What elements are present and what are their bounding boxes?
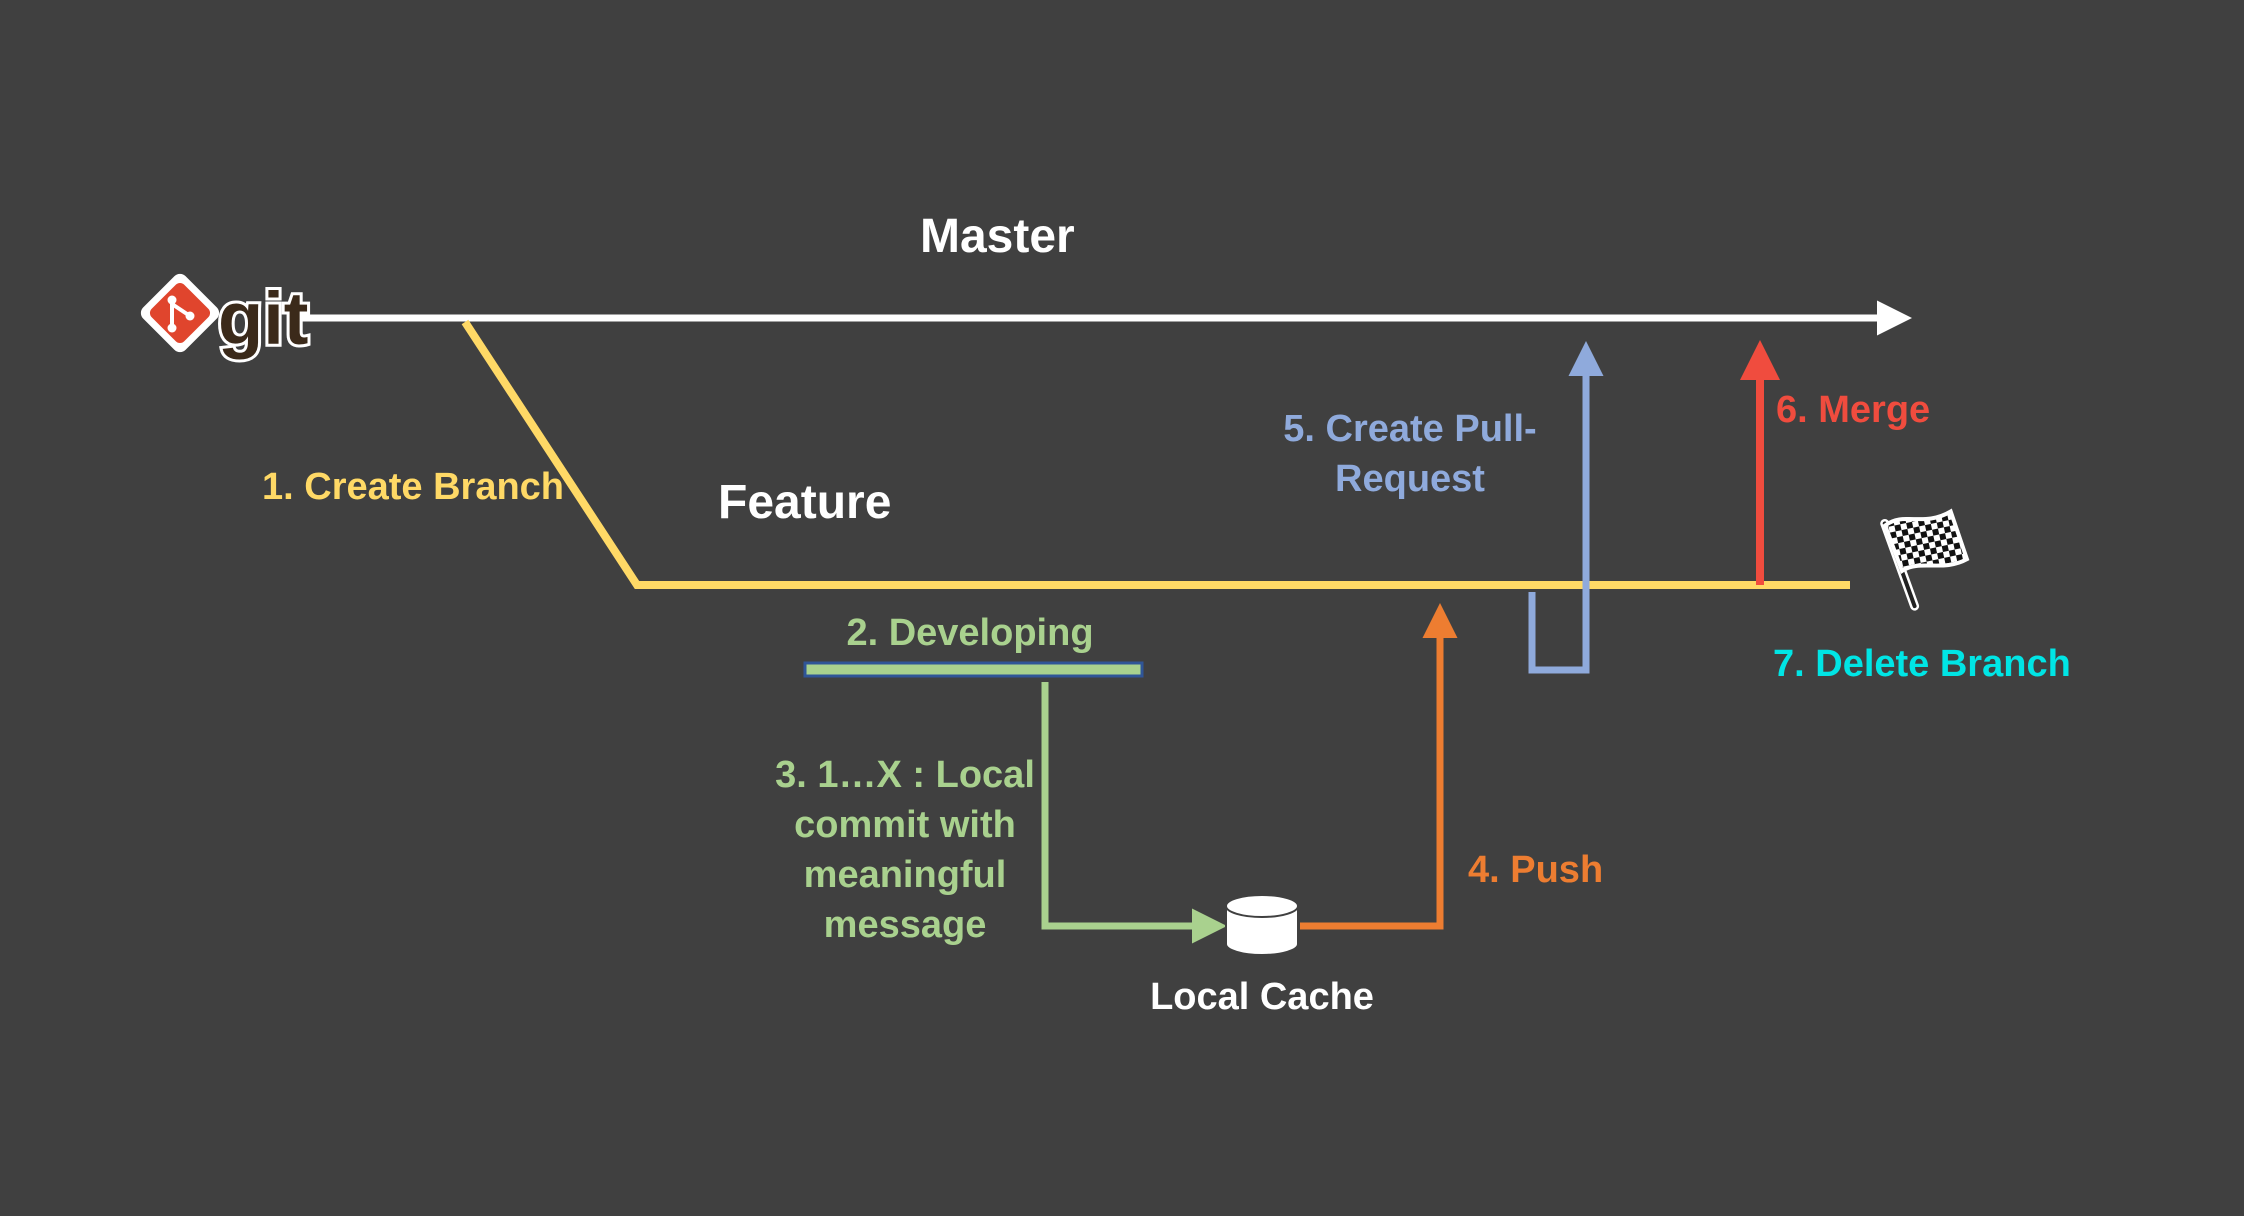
local-cache-label: Local Cache — [1150, 976, 1374, 1018]
checkered-flag-icon — [1880, 508, 1970, 611]
step-local-commit-label: 3. 1…X : Local commit with meaningful me… — [775, 754, 1035, 946]
developing-bar — [803, 661, 1144, 678]
step-delete-branch-label: 7. Delete Branch — [1773, 643, 2071, 685]
master-title: Master — [920, 210, 1075, 263]
step-merge-label: 6. Merge — [1776, 389, 1931, 431]
feature-branch-line — [461, 319, 1850, 589]
step-pull-request-label: 5. Create Pull-Request — [1283, 408, 1537, 500]
pull-request-arrow — [1528, 341, 1604, 674]
database-icon — [1225, 894, 1299, 956]
local-commit-arrow — [1041, 682, 1227, 944]
step-create-branch-label: 1. Create Branch — [262, 466, 565, 508]
push-arrow — [1300, 603, 1458, 930]
step-developing-label: 2. Developing — [846, 612, 1094, 654]
git-logo-text: git — [218, 277, 308, 360]
step-push-label: 4. Push — [1468, 849, 1604, 891]
git-logo-icon: git — [140, 273, 311, 363]
feature-label: Feature — [718, 476, 892, 529]
